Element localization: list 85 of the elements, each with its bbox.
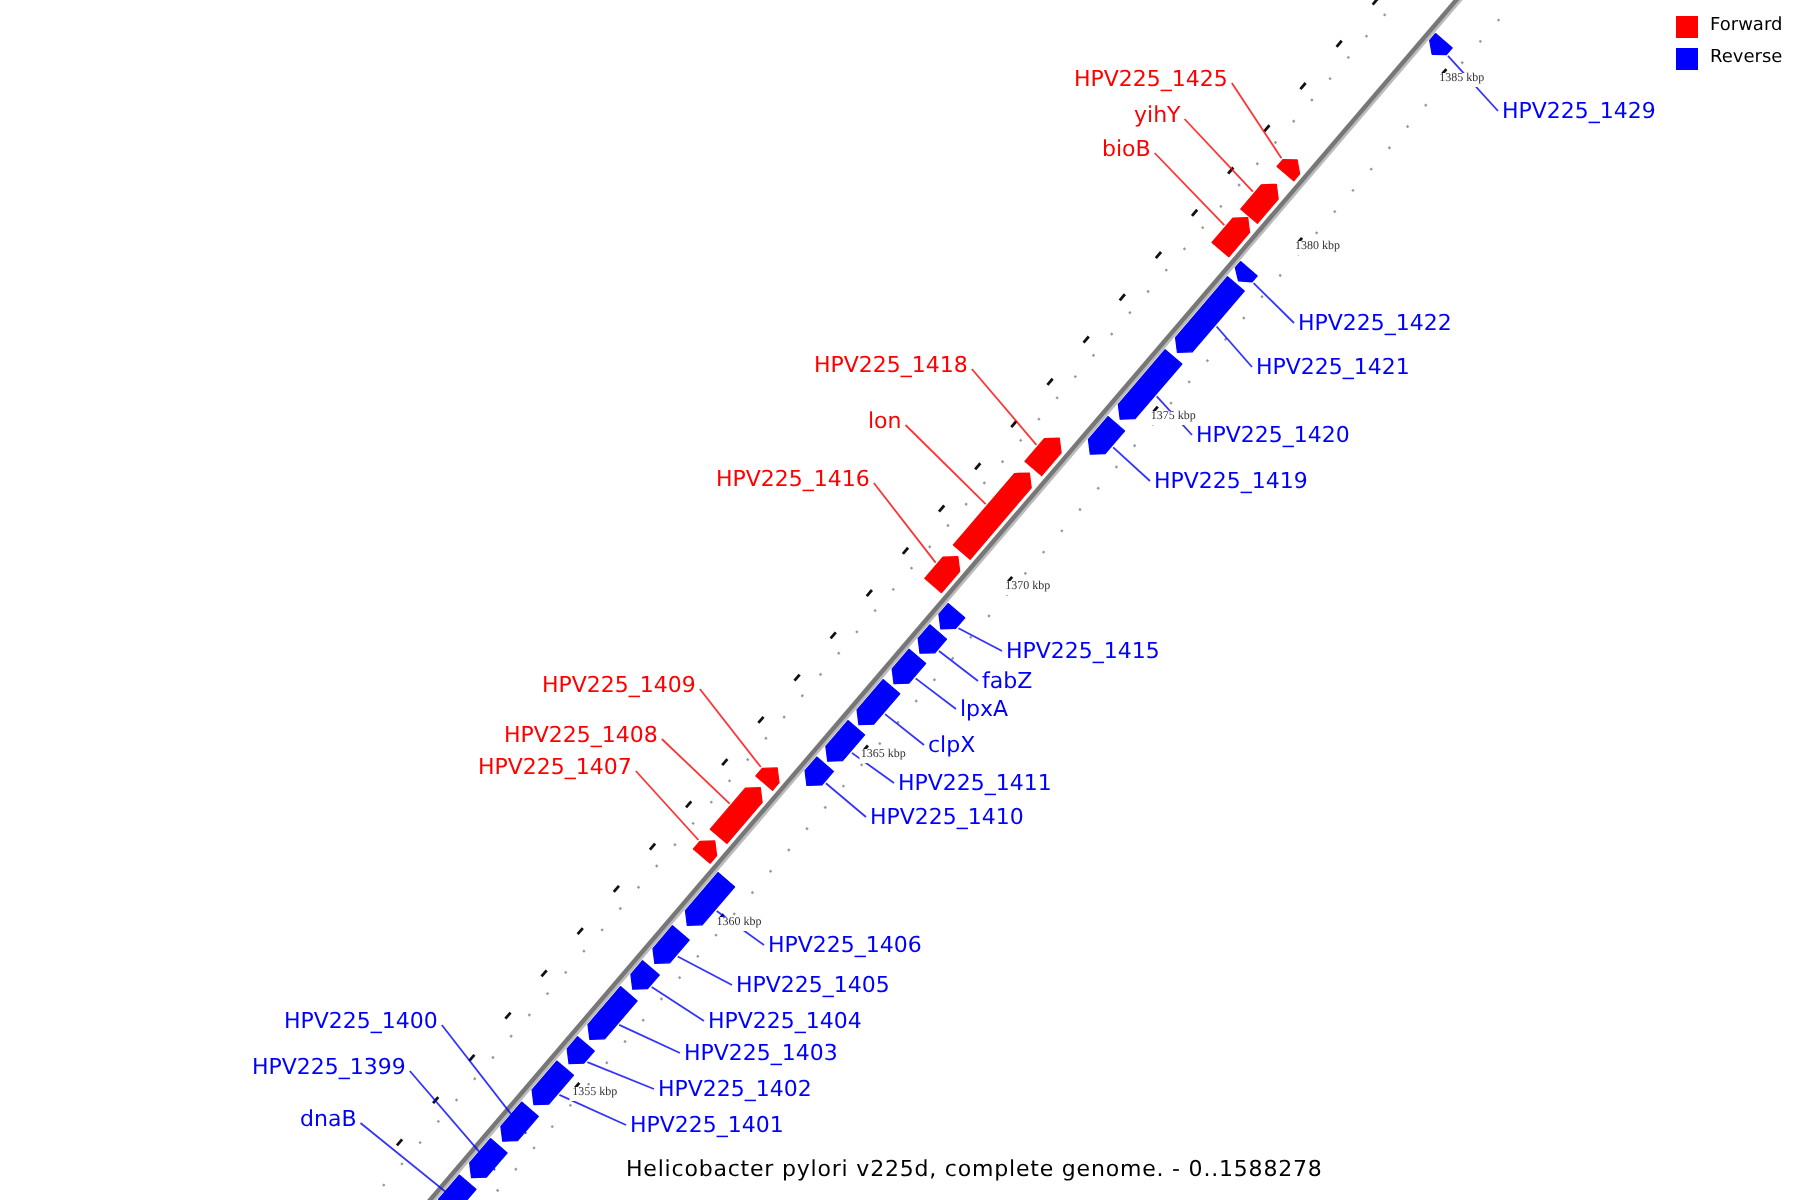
gene-block	[891, 648, 927, 685]
gene-block	[1240, 183, 1279, 224]
gene-block	[684, 871, 736, 926]
leader-line	[1112, 446, 1151, 482]
gene-block	[825, 719, 866, 762]
gene-block	[1024, 437, 1062, 477]
gene-label: HPV225_1400	[284, 1008, 438, 1034]
gene-block	[1234, 260, 1258, 283]
leader-line	[904, 424, 987, 505]
leader-line	[872, 482, 937, 564]
gene-block	[652, 925, 690, 964]
gene-label: HPV225_1409	[542, 672, 696, 698]
gene-block	[500, 1101, 539, 1142]
leader-line	[1215, 325, 1253, 368]
gene-block	[924, 556, 961, 594]
leader-line	[970, 368, 1038, 446]
gene-label: HPV225_1407	[478, 754, 632, 780]
leader-line	[676, 955, 733, 986]
leader-line	[558, 1093, 627, 1126]
gene-block	[952, 472, 1032, 560]
gene-label: lpxA	[960, 696, 1009, 722]
gene-block	[437, 1174, 477, 1200]
gene-block	[531, 1060, 575, 1106]
gene-label: lon	[868, 408, 902, 434]
leader-line	[1252, 282, 1295, 324]
gene-block	[1087, 415, 1126, 455]
leader-line	[825, 782, 867, 818]
gene-label: HPV225_1408	[504, 722, 658, 748]
leader-line	[1230, 82, 1283, 160]
gene-block	[469, 1137, 508, 1179]
gene-label: HPV225_1421	[1256, 354, 1410, 380]
leader-line	[440, 1024, 528, 1135]
gene-label: HPV225_1418	[814, 352, 968, 378]
gene-label: HPV225_1419	[1154, 468, 1308, 494]
leader-line	[618, 1024, 681, 1054]
gene-block	[917, 624, 948, 654]
gene-block	[755, 767, 780, 791]
gene-label: fabZ	[982, 668, 1033, 694]
legend-label: Reverse	[1710, 48, 1783, 70]
leader-line	[660, 738, 731, 805]
gene-label: HPV225_1415	[1006, 638, 1160, 664]
leader-line	[884, 713, 925, 746]
leader-line	[914, 677, 957, 710]
gene-block	[1211, 217, 1251, 258]
gene-block	[1276, 159, 1301, 182]
leader-line	[650, 986, 705, 1022]
gene-label: HPV225_1401	[630, 1112, 784, 1138]
gene-block	[1174, 276, 1245, 353]
gene-label: HPV225_1404	[708, 1008, 862, 1034]
leader-line	[586, 1061, 655, 1090]
gene-label: HPV225_1425	[1074, 66, 1228, 92]
leader-line	[1153, 152, 1226, 227]
leader-line	[698, 688, 762, 768]
gene-block	[587, 985, 638, 1040]
gene-label: HPV225_1429	[1502, 98, 1656, 124]
leader-line	[957, 627, 1003, 652]
leader-line	[938, 650, 979, 682]
gene-label: HPV225_1399	[252, 1054, 406, 1080]
leader-line	[851, 751, 895, 784]
gene-label: HPV225_1406	[768, 932, 922, 958]
gene-label: bioB	[1102, 136, 1151, 162]
gene-label: yihY	[1134, 102, 1181, 128]
gene-label: HPV225_1416	[716, 466, 870, 492]
gene-label: HPV225_1420	[1196, 422, 1350, 448]
gene-block	[566, 1036, 595, 1065]
gene-block	[804, 756, 835, 787]
gene-block	[709, 787, 763, 845]
gene-block	[938, 602, 966, 630]
legend-label: Forward	[1710, 16, 1783, 38]
leader-line	[408, 1070, 496, 1171]
gene-label: dnaB	[300, 1106, 357, 1132]
gene-label: clpX	[928, 732, 976, 758]
gene-block	[856, 678, 901, 726]
gene-label: HPV225_1410	[870, 804, 1024, 830]
gene-label: HPV225_1405	[736, 972, 890, 998]
leader-line	[634, 770, 700, 841]
caption: Helicobacter pylori v225d, complete genome. - 0..1588278	[626, 1156, 1323, 1182]
gene-label: HPV225_1411	[898, 770, 1052, 796]
gene-label: HPV225_1422	[1298, 310, 1452, 336]
leader-line	[1183, 118, 1254, 193]
gene-block	[692, 840, 718, 864]
gene-label: HPV225_1402	[658, 1076, 812, 1102]
gene-block	[630, 960, 660, 990]
gene-block	[1429, 32, 1453, 56]
gene-label: HPV225_1403	[684, 1040, 838, 1066]
